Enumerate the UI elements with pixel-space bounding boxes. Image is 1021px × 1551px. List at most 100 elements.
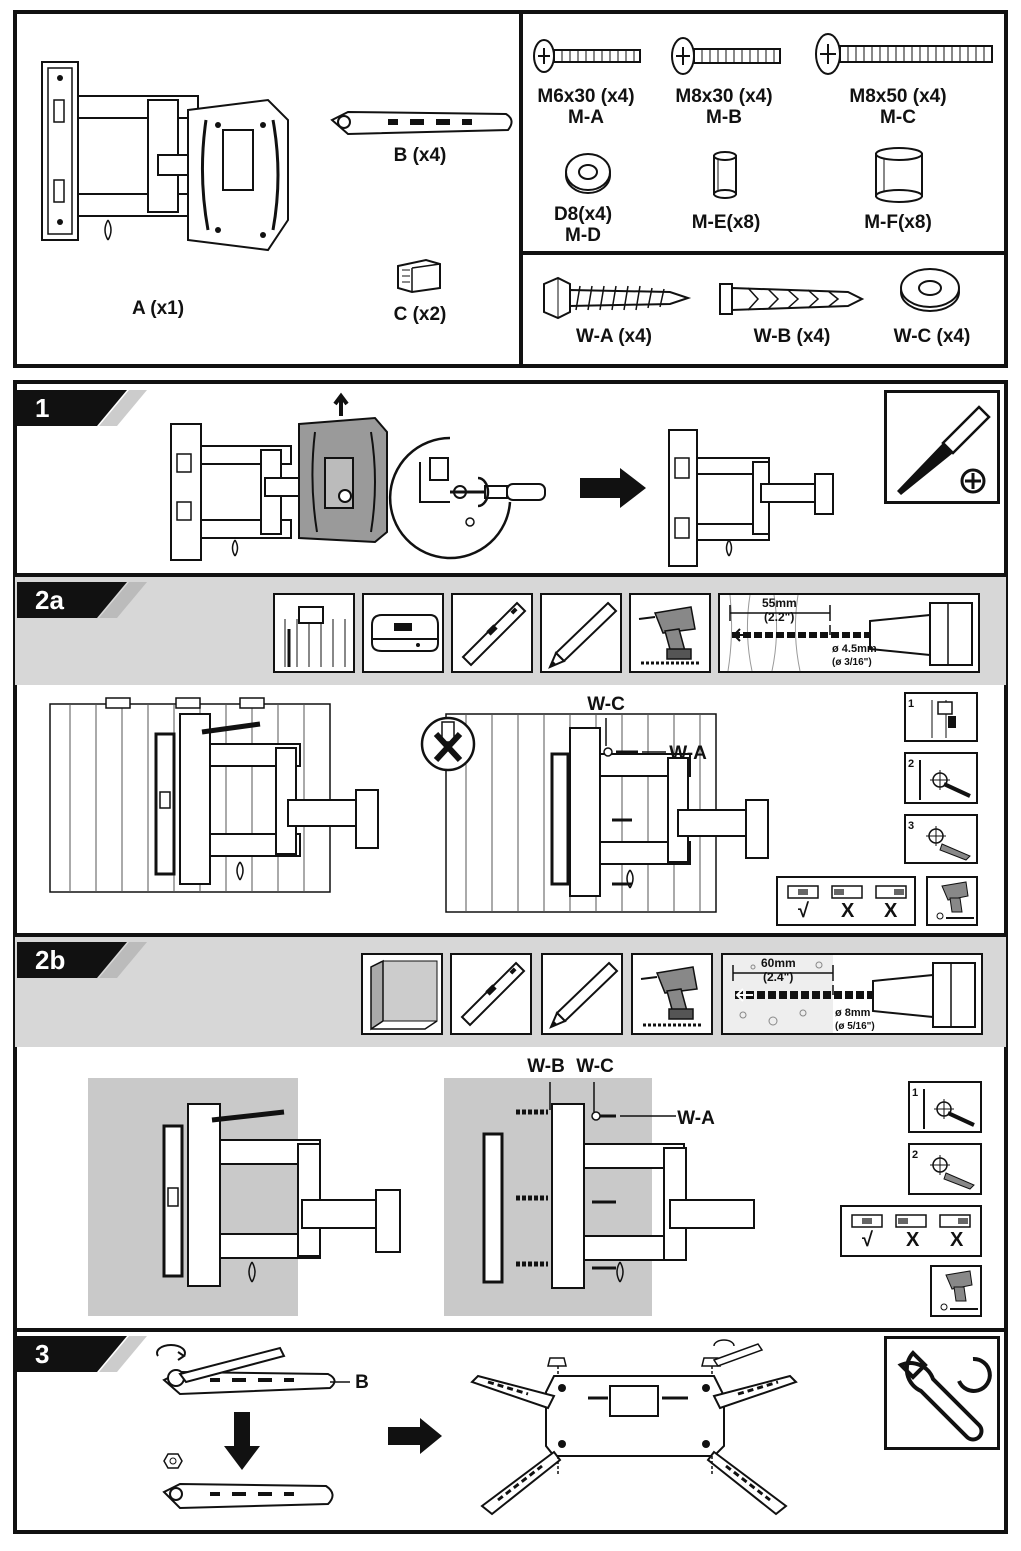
step-2a-tab: 2a (17, 582, 147, 618)
step-1-detail-circle (388, 436, 546, 560)
step-separator-2 (15, 933, 1006, 937)
drill-depth-in: (2.2") (764, 610, 795, 624)
step-2b-sub-1-num: 1 (912, 1087, 919, 1099)
tool-box-wrench (884, 1336, 1000, 1450)
drill-depth-mm: 55mm (762, 596, 797, 610)
step-2b-concrete-wall-screws (444, 1078, 755, 1316)
level-ok-mark-2b: √ (862, 1229, 873, 1251)
level-bad-mark-2-2b: X (950, 1229, 964, 1251)
wrench-icon (897, 1350, 992, 1442)
part-b-arm-drawing (330, 110, 513, 136)
tool-box-screwdriver (884, 390, 1000, 504)
tool-stud-wall (273, 593, 355, 673)
spacer-me-drawing (713, 151, 737, 199)
step-2a-number: 2a (35, 585, 64, 615)
arrow-right-icon-2 (388, 1418, 442, 1454)
spacer-me-label: M-E(x8) (691, 212, 761, 233)
step-2b-sub-1: 1 (908, 1081, 982, 1133)
drill-diameter-mm-2b: ø 8mm (835, 1007, 871, 1019)
part-c-spacer-drawing (397, 258, 441, 294)
screw-ma-drawing (533, 39, 641, 73)
step-2a-sub-1: 1 (904, 692, 978, 742)
parts-divider-horizontal (521, 251, 1006, 255)
washer-md-label: D8(x4) M-D (553, 204, 613, 246)
step-3-number: 3 (35, 1339, 50, 1369)
screw-mb-label: M8x30 (x4) M-B (675, 86, 773, 128)
step-2a-wood-wall-level (49, 697, 379, 893)
level-ok-mark: √ (798, 900, 809, 922)
step-3-label-b: B (355, 1372, 369, 1393)
step-2a-sub-2: 2 (904, 752, 978, 804)
step-2b-sub-2: 2 (908, 1143, 982, 1195)
step-2a-wood-wall-screws (420, 713, 769, 913)
step-2a-label-wa: W-A (669, 743, 707, 764)
spirit-level-icon-2b (450, 953, 532, 1035)
level-bad-mark-1-2b: X (906, 1229, 920, 1251)
drill-depth-mm-2b: 60mm (761, 956, 796, 970)
part-b-label: B (x4) (393, 145, 447, 166)
wall-anchor-wb-drawing (719, 283, 865, 315)
step-2a-level-check: √ X X (776, 876, 916, 926)
pencil-icon-2b (541, 953, 623, 1035)
tool-concrete-wall (361, 953, 443, 1035)
screw-mc-label: M8x50 (x4) M-C (849, 86, 947, 128)
step-2b-number: 2b (35, 945, 66, 975)
part-a-bracket-drawing (41, 61, 289, 252)
step-separator-3 (15, 1328, 1006, 1332)
step-2b-tab: 2b (17, 942, 147, 978)
level-bad-mark-1: X (841, 900, 855, 922)
step-3-nut (163, 1453, 183, 1469)
screw-mc-drawing (815, 33, 993, 75)
part-c-label: C (x2) (393, 304, 447, 325)
step-3-wrench-on-arm (156, 1344, 350, 1396)
step-1-tab: 1 (17, 390, 147, 426)
step-2b-label-wc: W-C (576, 1056, 614, 1077)
step-2b-label-wa: W-A (677, 1108, 715, 1129)
step-separator-1 (15, 573, 1006, 577)
parts-panel (13, 10, 1008, 368)
pencil-icon (540, 593, 622, 673)
step-2b-label-wb: W-B (527, 1056, 565, 1077)
drill-icon-2b (631, 953, 713, 1035)
phillips-screwdriver-icon (897, 405, 991, 495)
screw-mb-drawing (671, 37, 781, 75)
step-1-number: 1 (35, 393, 50, 423)
step-2a-sub-3-num: 3 (908, 820, 915, 832)
washer-md-drawing (565, 153, 611, 194)
wall-anchor-wb-label: W-B (x4) (753, 326, 831, 347)
step-1-result-bracket (668, 429, 834, 567)
step-2a-label-wc: W-C (587, 694, 625, 715)
wall-washer-wc-label: W-C (x4) (893, 326, 971, 347)
step-3-arm-plain (162, 1482, 334, 1510)
step-2b-level-check: √ X X (840, 1205, 982, 1257)
arrow-right-icon (580, 468, 646, 508)
drill-depth-diagram: 55mm (2.2") ø 4.5mm (ø 3/16") (718, 593, 980, 673)
drill-diameter-in-2b: (ø 5/16") (835, 1021, 875, 1032)
wall-screw-wa-label: W-A (x4) (576, 326, 652, 347)
step-2a-sub-2-num: 2 (908, 758, 915, 770)
level-bad-mark-2: X (884, 900, 898, 922)
step-3-assembly-drawing (470, 1339, 798, 1516)
wall-screw-wa-drawing (543, 276, 692, 320)
wall-washer-wc-drawing (900, 268, 960, 312)
step-2b-concrete-wall-level (88, 1078, 401, 1316)
step-1-bracket-drawing (170, 392, 388, 561)
spirit-level-icon (451, 593, 533, 673)
part-a-label: A (x1) (131, 298, 185, 319)
arrow-down-icon (224, 1412, 260, 1470)
step-2a-sub-3: 3 (904, 814, 978, 864)
drill-depth-diagram-2b: 60mm (2.4") ø 8mm (ø 5/16") (721, 953, 983, 1035)
stud-finder-icon (362, 593, 444, 673)
spacer-mf-drawing (875, 147, 923, 203)
step-2a-drill-tool (926, 876, 978, 926)
parts-divider-vertical (519, 12, 523, 366)
step-2b-sub-2-num: 2 (912, 1149, 919, 1161)
drill-icon (629, 593, 711, 673)
drill-diameter-in: (ø 3/16") (832, 657, 872, 668)
drill-diameter-mm: ø 4.5mm (832, 643, 877, 655)
step-3-tab: 3 (17, 1336, 147, 1372)
screw-ma-label: M6x30 (x4) M-A (537, 86, 635, 128)
spacer-mf-label: M-F(x8) (864, 212, 932, 233)
step-2b-drill-tool (930, 1265, 982, 1317)
drill-depth-in-2b: (2.4") (763, 970, 794, 984)
